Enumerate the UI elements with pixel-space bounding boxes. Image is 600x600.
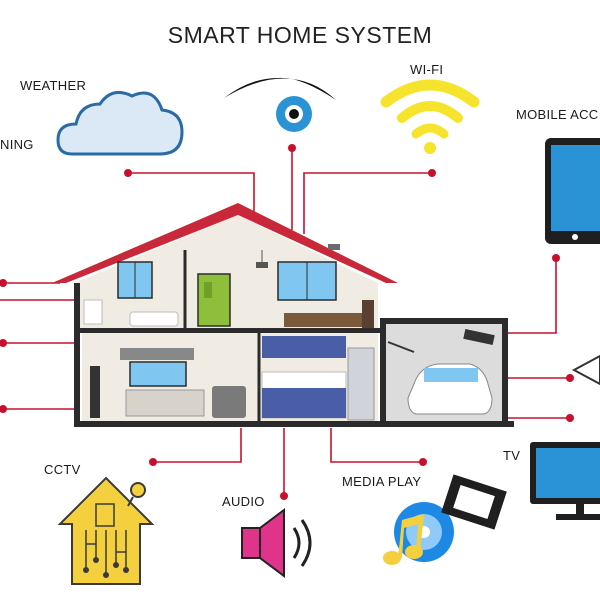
floor-speaker-icon bbox=[90, 366, 100, 418]
house bbox=[52, 203, 514, 427]
connector-cctv bbox=[153, 428, 242, 463]
connector-wifi bbox=[303, 172, 432, 234]
house-roof bbox=[52, 203, 398, 283]
security-camera-icon bbox=[463, 328, 495, 346]
sofa-icon bbox=[125, 389, 205, 417]
blind-icon bbox=[120, 348, 194, 360]
label-lightning: NING bbox=[0, 137, 34, 152]
label-weather: WEATHER bbox=[20, 78, 87, 93]
tablet-icon bbox=[545, 138, 600, 244]
connector-media bbox=[330, 428, 423, 463]
armchair-icon bbox=[212, 386, 246, 418]
connector-mobile bbox=[508, 258, 557, 334]
weather-cloud-icon bbox=[56, 90, 184, 156]
label-media: MEDIA PLAY bbox=[342, 474, 422, 489]
label-cctv: CCTV bbox=[44, 462, 81, 477]
bathtub-icon bbox=[129, 311, 179, 327]
connector-dots bbox=[0, 144, 574, 500]
page-title: SMART HOME SYSTEM bbox=[167, 22, 433, 48]
label-wifi: WI-FI bbox=[410, 62, 444, 77]
tv-monitor-icon bbox=[530, 442, 600, 520]
music-note-icon bbox=[383, 514, 424, 565]
wifi-icon bbox=[380, 79, 480, 154]
speaker-icon bbox=[241, 508, 312, 578]
cctv-circuit-house-icon bbox=[57, 476, 155, 585]
window-icon-3 bbox=[129, 361, 187, 387]
label-mobile: MOBILE ACC bbox=[516, 107, 599, 122]
door-icon bbox=[197, 273, 231, 327]
film-strip-icon bbox=[441, 474, 507, 530]
connector-lines bbox=[0, 148, 570, 496]
eye-icon bbox=[224, 77, 336, 132]
router-icon bbox=[571, 354, 600, 386]
fridge-icon bbox=[347, 347, 375, 421]
house-upper-wall bbox=[74, 215, 378, 330]
connector-weather bbox=[128, 172, 255, 212]
bed-icon bbox=[284, 313, 364, 327]
label-tv: TV bbox=[503, 448, 521, 463]
label-audio: AUDIO bbox=[222, 494, 265, 509]
kitchen-cabinet-icon bbox=[262, 336, 346, 358]
